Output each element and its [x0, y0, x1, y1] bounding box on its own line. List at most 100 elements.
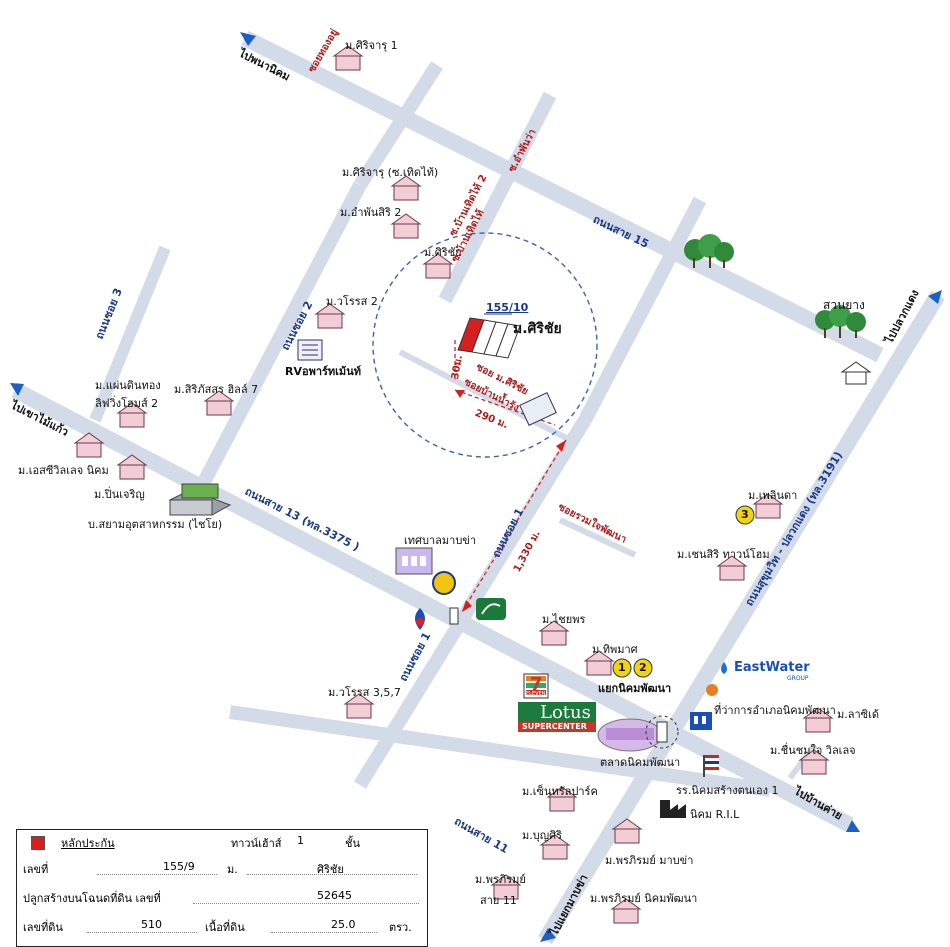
legend-box: หลักประกัน ทาวน์เฮ้าส์ 1 ชั้น เลขที่ 155… [16, 829, 428, 947]
arrow-nongkha [540, 928, 556, 942]
house-icon-pinjaroen [116, 454, 148, 480]
bank-icon [476, 598, 506, 620]
legend-red-swatch [31, 836, 45, 850]
house-icon-prapirom-nikom [610, 898, 642, 924]
house-icon-paendinthong [116, 402, 148, 428]
label-badge-1: 1 [618, 661, 626, 674]
badge-3-icon [735, 505, 755, 525]
house-icon-prapirom-sai11 [490, 874, 522, 900]
road-soi2 [198, 181, 367, 484]
label-eastwater-sub: GROUP [787, 675, 809, 682]
house-icon-chensiri [716, 555, 748, 581]
house-icon-boonsiri [539, 834, 571, 860]
ril-factory-icon [660, 800, 686, 818]
house-icon-central [546, 786, 578, 812]
label-market: ตลาดนิคมพัฒนา [600, 756, 681, 769]
label-prapirom-mabkha: ม.พรภิรมย์ มาบข่า [605, 854, 694, 867]
label-badge-2: 2 [639, 661, 647, 674]
legend-house-no-label: เลขที่ [23, 863, 49, 876]
label-sirijaru-soi: ม.ศิริจารุ (ซ.เทิดไท้) [342, 166, 439, 179]
road-sukhumvit [538, 290, 945, 945]
junction-traffic-light-icon [656, 721, 668, 743]
label-sirijaru1: ม.ศิริจารุ 1 [345, 39, 398, 52]
label-rubber-garden: สวนยาง [823, 298, 865, 312]
house-icon-chaiyaporn [538, 620, 570, 646]
label-seven-sub: ELEVEN [526, 691, 546, 697]
label-target-number: 155/10 [486, 301, 529, 314]
traffic-light-icon [449, 607, 459, 625]
badge-2-icon [633, 658, 653, 678]
sala-icon [840, 361, 872, 385]
road-soi1 [354, 416, 591, 789]
arrow-pluakdaeng [928, 290, 942, 304]
lotus-logo [518, 702, 596, 732]
label-prapirom-nikom: ม.พรภิรมย์ นิคมพัฒนา [590, 892, 698, 905]
house-icon-sirijaru1 [332, 45, 364, 71]
label-chensiri: ม.เชนสิริ ทาวน์โฮม [677, 548, 770, 561]
house-icon-plernda [752, 493, 784, 519]
arrow-bankhai [846, 820, 860, 832]
municipality-icon [395, 547, 433, 575]
label-boonsiri: ม.บุญศิริ [522, 829, 562, 842]
label-sirichai-upper: ม.ศิริชัย [424, 246, 462, 259]
apartment-building-icon [519, 392, 557, 426]
label-siripatsorn: ม.สิริภัสสร ฮิลล์ 7 [174, 383, 259, 396]
road-soi-sirichai [398, 349, 572, 443]
distance-lines [454, 340, 567, 613]
house-icon-sirijaru-soi [390, 175, 422, 201]
label-chaiyaporn: ม.ไชยพร [542, 613, 586, 626]
school-flag-icon [703, 755, 719, 777]
legend-townhouse-count: 1 [297, 834, 304, 847]
house-icons [73, 45, 834, 924]
legend-area: 25.0 [331, 918, 356, 931]
arrow-khaomaikaeo [10, 383, 24, 396]
target-plot [457, 313, 521, 359]
label-junction: แยกนิคมพัฒนา [598, 682, 672, 695]
house-icon-thipmas [583, 650, 615, 676]
label-seven: 7 [530, 674, 543, 695]
house-icon-prapirom-mabkha [611, 818, 643, 844]
label-lotus-sub: SUPERCENTER [522, 722, 587, 731]
seven-eleven-icon [523, 673, 549, 699]
label-central-park: ม.เซ็นทรัลปาร์ค [522, 785, 598, 798]
legend-deed-label: ปลูกสร้างบนโฉนดที่ดิน เลขที่ [23, 892, 161, 905]
house-icon-siripatsorn [203, 390, 235, 416]
legend-floor-unit: ชั้น [345, 837, 360, 850]
road-soi-thongyu [354, 61, 443, 189]
legend-land-no-label: เลขที่ดิน [23, 921, 63, 934]
house-icon-chuenchomjai [798, 749, 830, 775]
house-icon-worarot357 [343, 693, 375, 719]
house-icon-ampunsiri [390, 213, 422, 239]
label-district-office: ที่ว่าการอำเภอนิคมพัฒนา [714, 704, 836, 717]
label-thipmas: ม.ทิพมาศ [592, 643, 638, 656]
house-icon-worarot2 [314, 303, 346, 329]
label-municipality: เทศบาลมาบข่า [404, 534, 476, 547]
legend-project: ศิริชัย [317, 863, 344, 876]
radius-circle [372, 232, 598, 458]
junction-circle [645, 715, 679, 749]
legend-title: หลักประกัน [61, 837, 115, 850]
label-ril: นิคม R.I.L [690, 808, 740, 821]
legend-deed-no: 52645 [317, 889, 352, 902]
tree-group-rubber [815, 305, 866, 338]
label-lotus: Lotus [540, 702, 591, 723]
legend-area-label: เนื้อที่ดิน [205, 921, 245, 934]
road-sai15 [241, 30, 884, 363]
road-sai13 [11, 382, 854, 833]
label-school: รร.นิคมสร้างตนเอง 1 [676, 784, 779, 797]
label-chuenchomjai: ม.ชื่นชมใจ วิลเลจ [770, 744, 856, 757]
district-office-icon [690, 712, 712, 730]
road-sai11 [228, 705, 772, 797]
label-badge-3: 3 [741, 508, 749, 521]
market-icon [597, 718, 663, 752]
label-worarot2: ม.วโรรส 2 [326, 295, 378, 308]
label-rv-apartment: RVอพาร์ทเม้นท์ [285, 365, 361, 378]
arrow-nanikom [240, 32, 256, 46]
legend-moo-label: ม. [227, 863, 238, 876]
tree-group-sai15 [684, 234, 734, 268]
road-soi-ruamjai [558, 517, 637, 558]
road-soi1-upper [578, 196, 707, 424]
label-siam-industry: บ.สยามอุตสาหกรรม (ไชโย) [88, 518, 223, 531]
gas-station-icon [415, 608, 425, 630]
